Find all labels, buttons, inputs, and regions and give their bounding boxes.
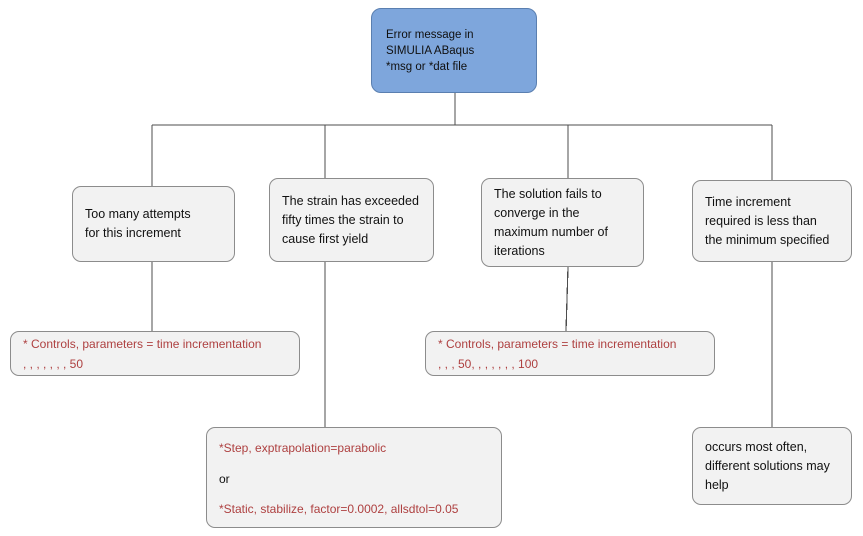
solution-node-note-right[interactable]: occurs most often, different solutions m… xyxy=(692,427,852,505)
note-right-line-2: different solutions may xyxy=(705,458,830,473)
root-line-2: SIMULIA ABaqus xyxy=(386,44,475,57)
root-node-error-message[interactable]: Error message in SIMULIA ABaqus *msg or … xyxy=(371,8,537,93)
branch-node-solution-fails-converge[interactable]: The solution fails to converge in the ma… xyxy=(481,178,644,267)
controls-left-line-2: , , , , , , , 50 xyxy=(23,356,84,371)
branch3-line-3: maximum number of xyxy=(494,224,608,239)
branch3-line-2: converge in the xyxy=(494,205,580,220)
branch4-line-1: Time increment xyxy=(705,194,791,209)
root-line-1: Error message in xyxy=(386,28,474,41)
solution-node-controls-left[interactable]: * Controls, parameters = time incrementa… xyxy=(10,331,300,376)
branch1-line-2: for this increment xyxy=(85,226,181,240)
step-stabilize-spacer xyxy=(219,458,489,469)
branch-node-strain-exceeded[interactable]: The strain has exceeded fifty times the … xyxy=(269,178,434,262)
branch3-line-1: The solution fails to xyxy=(494,186,602,201)
solution-node-controls-right[interactable]: * Controls, parameters = time incrementa… xyxy=(425,331,715,376)
step-stabilize-or: or xyxy=(219,471,230,486)
root-line-3: *msg or *dat file xyxy=(386,60,468,73)
branch1-line-1: Too many attempts xyxy=(85,207,191,221)
controls-right-line-2: , , , 50, , , , , , , 100 xyxy=(438,356,539,371)
branch2-line-3: cause first yield xyxy=(282,231,369,246)
branch3-line-4: iterations xyxy=(494,243,545,258)
step-stabilize-line-1: *Step, exptrapolation=parabolic xyxy=(219,441,387,455)
solution-node-step-stabilize[interactable]: *Step, exptrapolation=parabolic or *Stat… xyxy=(206,427,502,528)
branch-node-too-many-attempts[interactable]: Too many attempts for this increment xyxy=(72,186,235,262)
note-right-line-1: occurs most often, xyxy=(705,439,808,454)
branch2-line-2: fifty times the strain to xyxy=(282,212,404,227)
controls-right-line-1: * Controls, parameters = time incrementa… xyxy=(438,336,677,351)
controls-left-line-1: * Controls, parameters = time incrementa… xyxy=(23,336,262,351)
step-stabilize-line-3: *Static, stabilize, factor=0.0002, allsd… xyxy=(219,502,459,516)
step-stabilize-spacer-2 xyxy=(219,489,489,500)
branch4-line-3: the minimum specified xyxy=(705,232,830,247)
branch2-line-1: The strain has exceeded xyxy=(282,193,419,208)
note-right-line-3: help xyxy=(705,477,729,492)
connector-branch3-to-controls-right xyxy=(565,266,569,332)
branch4-line-2: required is less than xyxy=(705,213,817,228)
branch-node-time-increment-minimum[interactable]: Time increment required is less than the… xyxy=(692,180,852,262)
